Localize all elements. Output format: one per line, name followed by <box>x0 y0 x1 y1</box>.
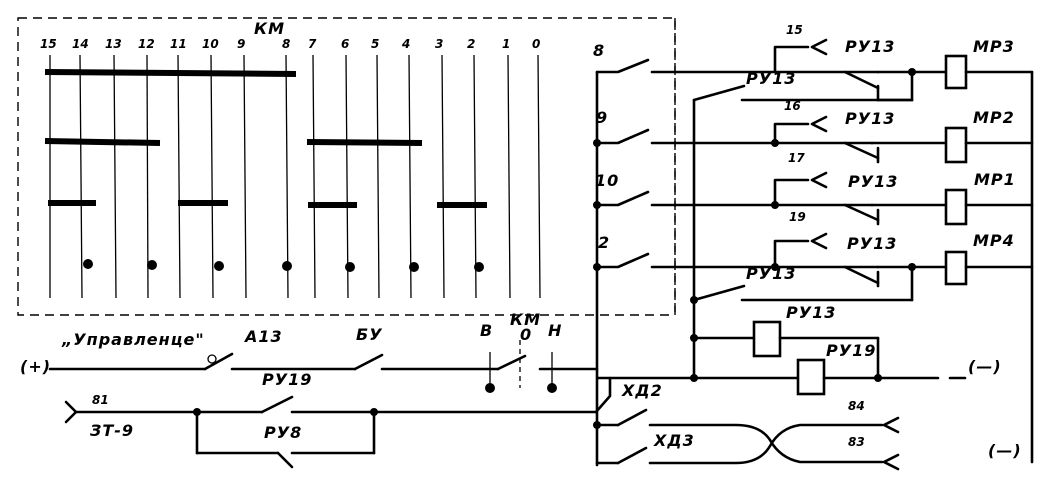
contact-label: 8 <box>593 41 605 60</box>
controller-position-labels: 15 14 13 12 11 10 9 8 7 6 5 4 3 2 1 0 КМ <box>40 19 540 51</box>
wire-number-label: 17 <box>788 151 805 165</box>
hd2-label: ХД2 <box>621 381 663 400</box>
contact-label: 10 <box>595 171 619 190</box>
relay-label: РУ19 <box>262 370 312 389</box>
relay-coil-ru13 <box>752 320 782 358</box>
hd-outputs: ХД2 ХД3 84 83 (—) <box>595 381 1022 471</box>
relay-label: РУ13 <box>746 264 796 283</box>
position-label: 14 <box>72 37 89 51</box>
wire-number-label: 19 <box>789 210 806 224</box>
position-label: 4 <box>401 37 410 51</box>
relay-coil-mp3 <box>944 54 968 90</box>
position-label: 7 <box>308 37 317 51</box>
position-label: 10 <box>202 37 219 51</box>
position-label: 1 <box>502 37 510 51</box>
relay-label: МР4 <box>973 231 1015 250</box>
controller-contacts: 8 9 10 2 <box>593 41 880 269</box>
contact-label: 9 <box>596 108 608 127</box>
relay-row-mp2: 16 17 РУ13 МР2 <box>771 99 1034 165</box>
relay-label: РУ13 <box>786 303 836 322</box>
relay-label: РУ8 <box>264 423 302 442</box>
relay-row-mp1: 19 РУ13 МР1 <box>771 170 1034 226</box>
relay-coil-mp4 <box>944 250 968 286</box>
km-n-label: Н <box>548 321 562 340</box>
relay-label: МР1 <box>974 170 1016 189</box>
position-label: 3 <box>435 37 443 51</box>
relay-label: РУ13 <box>845 37 895 56</box>
position-label: 0 <box>532 37 540 51</box>
controller-name-label: КМ <box>254 19 285 38</box>
control-switch-label: „Управленце" <box>61 330 205 349</box>
ru13-ru19-coils: РУ19 (—) <box>596 320 1002 396</box>
controller-position-lines <box>49 54 541 299</box>
km-label: КМ <box>510 310 541 329</box>
position-label: 6 <box>341 37 349 51</box>
wire-number-label: 15 <box>786 23 803 37</box>
relay-coil-mp1 <box>944 188 968 226</box>
km-v-label: В <box>480 321 493 340</box>
wire-number-label: 84 <box>848 399 865 413</box>
controller-frame <box>17 17 676 316</box>
relay-label: РУ19 <box>826 341 876 360</box>
relay-coil-mp2 <box>944 126 968 164</box>
position-label: 9 <box>237 37 245 51</box>
relay-label: МР2 <box>973 108 1015 127</box>
wire-number-label: 81 <box>92 393 109 407</box>
plus-terminal-label: (+) <box>20 357 51 376</box>
relay-row-mp4: РУ13 МР4 <box>771 231 1034 302</box>
position-label: 11 <box>170 37 187 51</box>
zt9-label: ЗТ-9 <box>89 421 134 440</box>
relay-label: МР3 <box>973 37 1015 56</box>
a13-label: А13 <box>243 327 283 346</box>
minus-terminal-label: (—) <box>968 357 1002 376</box>
relay-label: РУ13 <box>746 69 796 88</box>
relay-row-mp3: 15 РУ13 МР3 <box>773 23 1034 102</box>
position-label: 5 <box>371 37 379 51</box>
position-label: 2 <box>467 37 475 51</box>
relay-label: РУ13 <box>845 109 895 128</box>
relay-label: РУ13 <box>848 172 898 191</box>
wire-number-label: 83 <box>848 435 865 449</box>
position-label: 8 <box>282 37 290 51</box>
hd3-label: ХД3 <box>653 431 695 450</box>
position-label: 12 <box>138 37 155 51</box>
position-label: 15 <box>40 37 57 51</box>
relay-feed-bus: РУ13 РУ13 РУ13 <box>690 69 914 382</box>
position-label: 13 <box>105 37 122 51</box>
controller-contact-bars <box>44 69 487 208</box>
contact-label: 2 <box>598 233 610 252</box>
zt9-line: 81 ЗТ-9 РУ8 <box>64 376 612 469</box>
bu-label: БУ <box>356 325 383 344</box>
control-supply-line: (+) „Управленце" А13 РУ19 БУ В КМ 0 Н <box>20 310 599 393</box>
km-zero-label: 0 <box>520 325 532 344</box>
relay-label: РУ13 <box>847 234 897 253</box>
controller-dots <box>83 259 484 272</box>
relay-coil-ru19 <box>796 358 826 396</box>
minus-terminal-label: (—) <box>988 441 1022 460</box>
wire-number-label: 16 <box>784 99 801 113</box>
